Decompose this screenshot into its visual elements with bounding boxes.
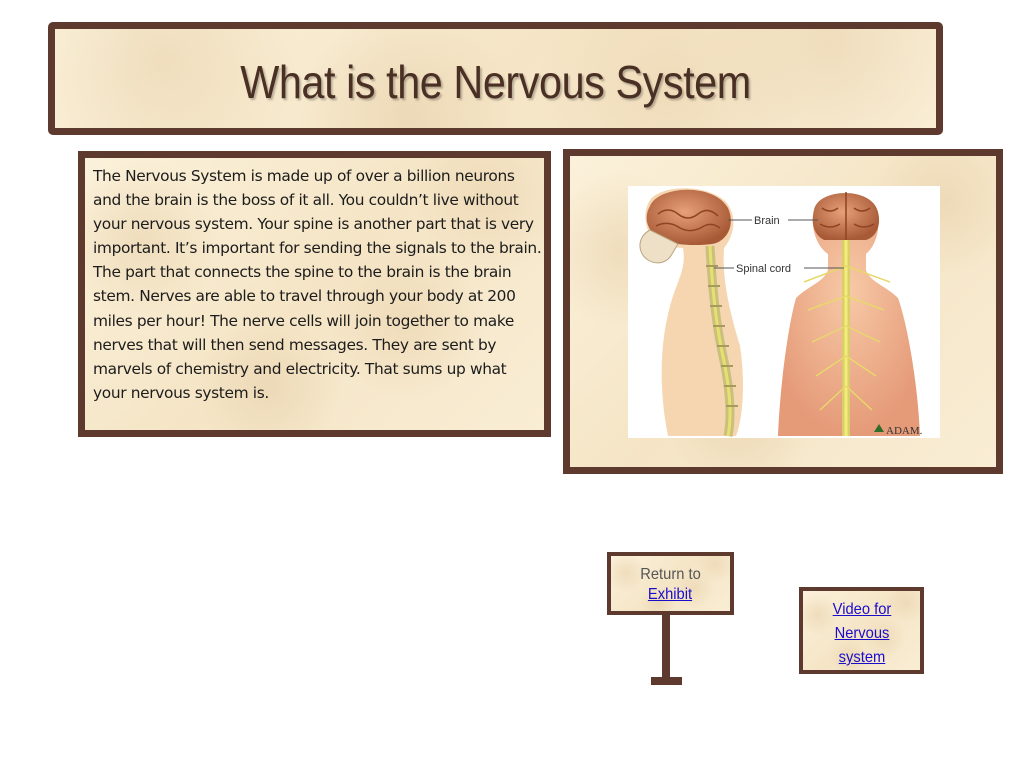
- return-label: Return to: [640, 566, 701, 583]
- image-panel: Brain Spinal cord ADAM.: [563, 149, 1003, 474]
- sign-post: [662, 611, 670, 685]
- nervous-system-drawing: Brain Spinal cord ADAM.: [639, 188, 923, 437]
- body-text: The Nervous System is made up of over a …: [93, 167, 542, 402]
- nervous-system-illustration: Brain Spinal cord ADAM.: [628, 186, 940, 438]
- side-view-figure: [639, 188, 743, 437]
- video-panel: Video for Nervous system: [799, 587, 924, 674]
- sign-post-base: [651, 677, 682, 685]
- brain-label: Brain: [754, 215, 780, 227]
- back-view-figure: [778, 192, 920, 436]
- title-panel: What is the Nervous System: [48, 22, 943, 135]
- spinal-cord-label: Spinal cord: [736, 263, 791, 275]
- adam-credit: ADAM.: [886, 425, 923, 437]
- page-title: What is the Nervous System: [240, 56, 751, 108]
- return-sign: Return to Exhibit: [607, 552, 734, 615]
- adam-logo-icon: [874, 424, 884, 432]
- exhibit-link[interactable]: Exhibit: [648, 586, 693, 603]
- text-panel: The Nervous System is made up of over a …: [78, 151, 551, 437]
- video-link[interactable]: Video for Nervous system: [832, 601, 891, 666]
